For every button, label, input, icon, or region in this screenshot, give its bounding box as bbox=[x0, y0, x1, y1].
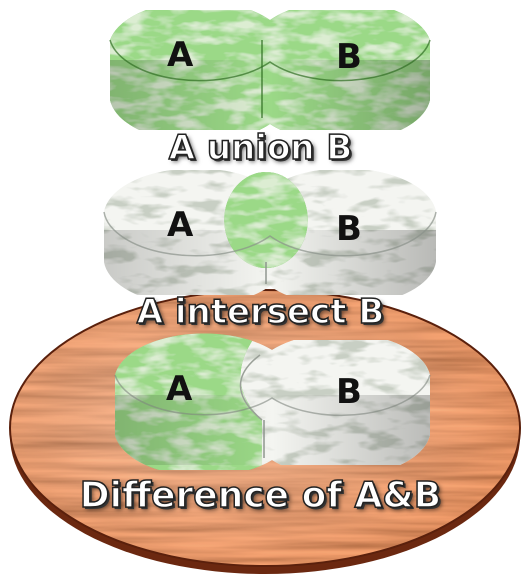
set-a-label-union: A bbox=[167, 38, 193, 72]
difference-tier bbox=[100, 330, 440, 470]
set-b-label-intersect: B bbox=[336, 212, 362, 246]
set-b-label-union: B bbox=[336, 40, 362, 74]
set-b-label-difference: B bbox=[336, 375, 362, 409]
set-a-label-difference: A bbox=[166, 372, 192, 406]
intersect-tier bbox=[100, 170, 440, 295]
caption-intersect: A intersect B bbox=[0, 295, 521, 329]
union-tier bbox=[100, 10, 440, 130]
set-a-label-intersect: A bbox=[167, 208, 193, 242]
caption-difference: Difference of A&B bbox=[0, 478, 521, 514]
caption-union: A union B bbox=[0, 131, 521, 165]
